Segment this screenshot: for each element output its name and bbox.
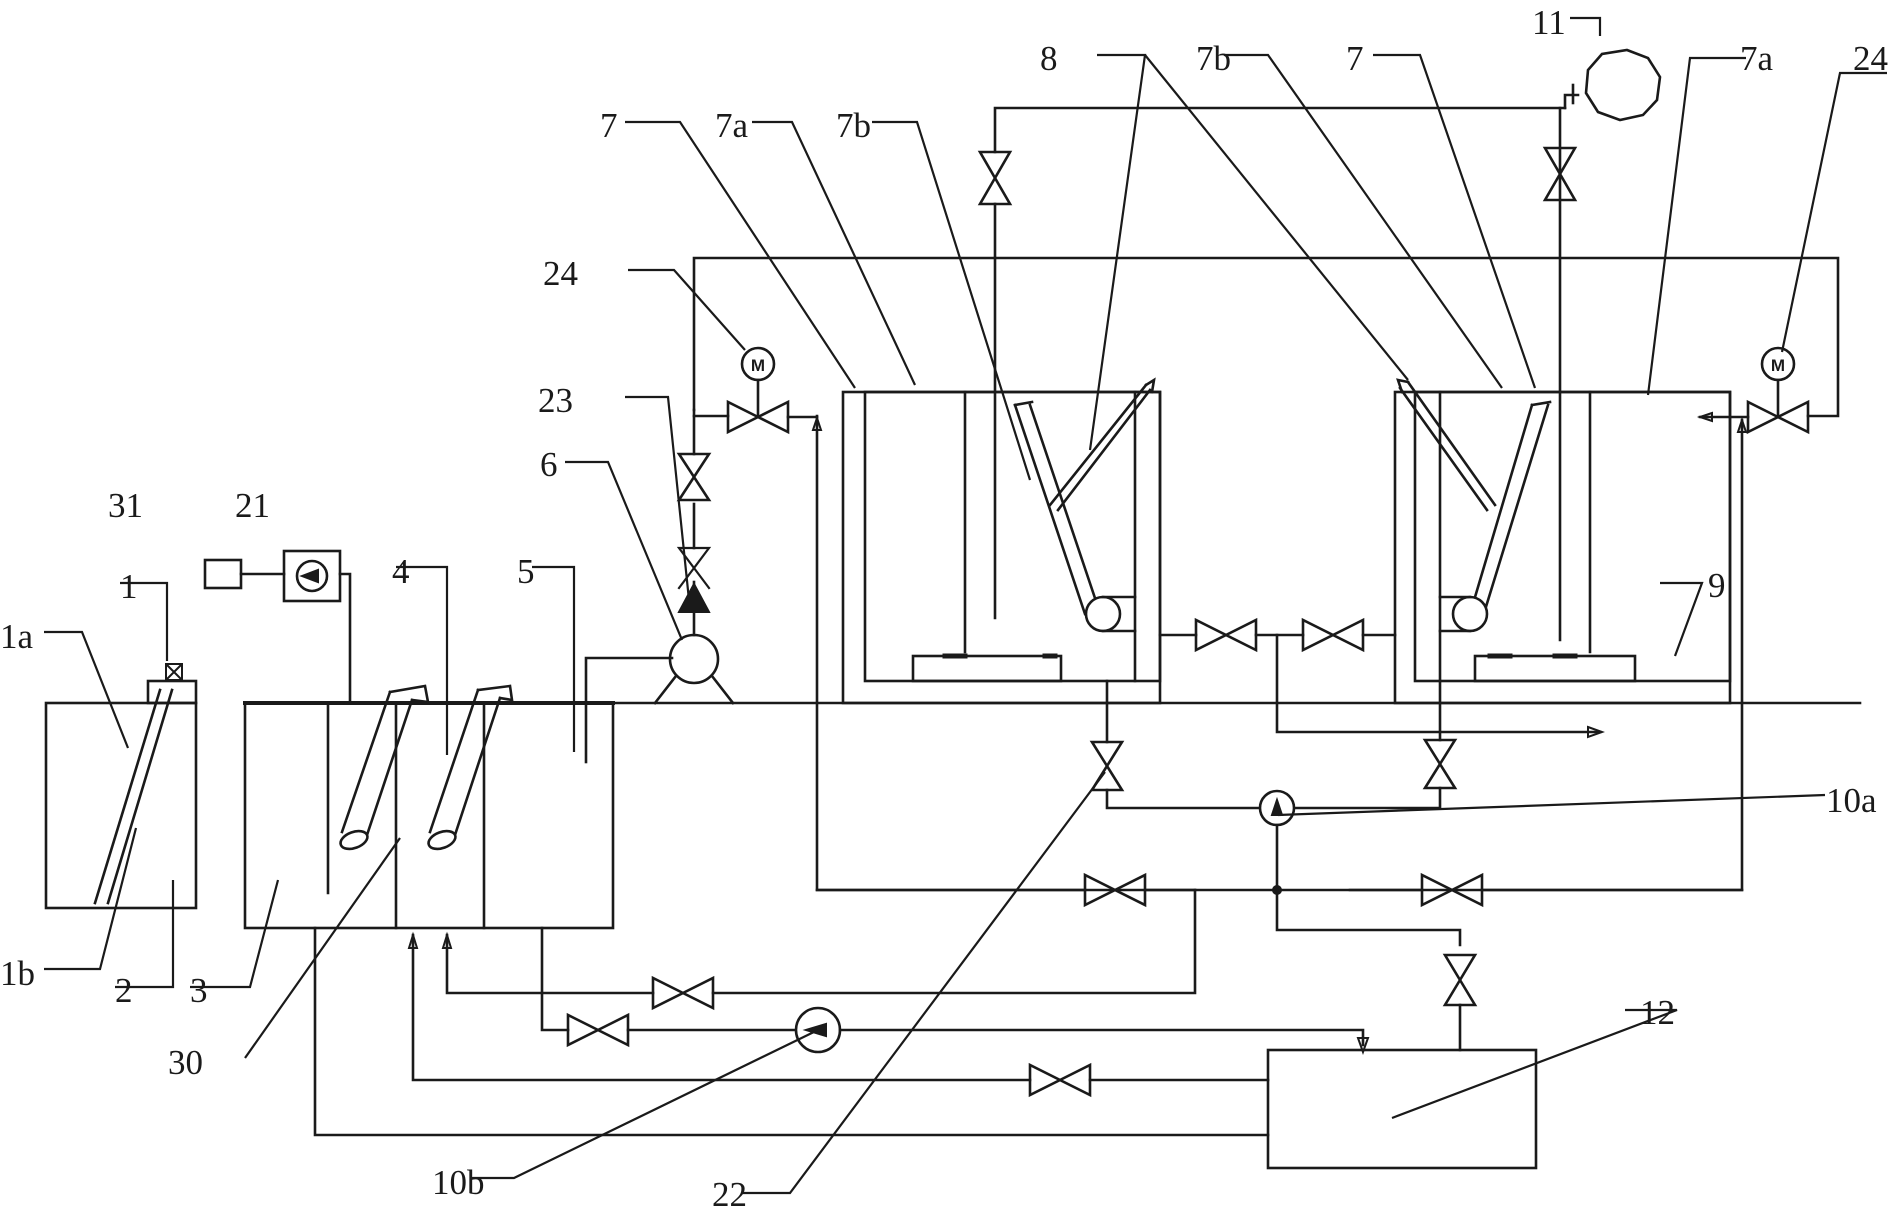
label-24-left: 24: [543, 254, 578, 293]
label-3: 3: [190, 971, 208, 1010]
label-7-right: 7: [1346, 39, 1364, 78]
arm-8-right: [1468, 403, 1550, 616]
label-22: 22: [712, 1175, 747, 1209]
label-6: 6: [540, 445, 558, 484]
label-7b-right: 7b: [1196, 39, 1231, 78]
label-7a-left: 7a: [715, 106, 749, 145]
label-11: 11: [1532, 3, 1566, 42]
pipe-1b: [106, 688, 174, 905]
label-5: 5: [517, 552, 535, 591]
check-valve-23: [677, 581, 711, 613]
tank-2: [44, 701, 198, 910]
motor-left-symbol: M: [751, 356, 765, 375]
label-7b-left: 7b: [836, 106, 871, 145]
label-9: 9: [1708, 566, 1726, 605]
label-1a: 1a: [0, 617, 34, 656]
top-loop-pipe: [692, 256, 1840, 418]
pipe-1a: [93, 688, 162, 905]
label-1: 1: [120, 567, 138, 606]
arm-8-left: [1013, 403, 1101, 616]
label-10a: 10a: [1826, 781, 1877, 820]
reference-labels: 1 1a 1b 2 3 30 4 5 6 23 24 31 21 7 7a 7b…: [0, 3, 1888, 1209]
tank-3-4-5: [243, 701, 615, 930]
label-21: 21: [235, 486, 270, 525]
label-10b: 10b: [432, 1163, 485, 1202]
tube-left: [340, 690, 414, 840]
leader-lines: [44, 16, 1887, 1195]
label-31: 31: [108, 486, 143, 525]
label-30: 30: [168, 1043, 203, 1082]
label-2: 2: [115, 971, 133, 1010]
motor-right-symbol: M: [1771, 356, 1785, 375]
tank-12: [1266, 1048, 1538, 1170]
inlet-valve-1: [165, 663, 183, 681]
label-24-right: 24: [1853, 39, 1888, 78]
label-7-left: 7: [600, 106, 618, 145]
label-8: 8: [1040, 39, 1058, 78]
label-7a-right: 7a: [1740, 39, 1774, 78]
label-4: 4: [392, 552, 410, 591]
tube-right: [428, 688, 502, 840]
label-23: 23: [538, 381, 573, 420]
label-12: 12: [1640, 993, 1675, 1032]
unit-31: [203, 558, 243, 590]
blower-11: [1584, 48, 1662, 122]
pump-21-box: [282, 549, 342, 603]
label-1b: 1b: [0, 954, 35, 993]
